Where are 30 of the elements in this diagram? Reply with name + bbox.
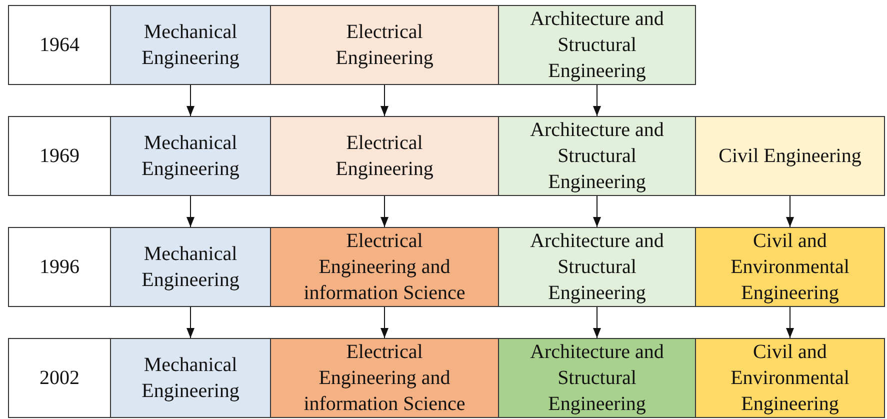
- arrow: [186, 306, 194, 338]
- arrow: [186, 84, 194, 116]
- arrow: [380, 306, 388, 338]
- department-box: Mechanical Engineering: [110, 338, 271, 418]
- department-box: Architecture and Structural Engineering: [498, 338, 696, 418]
- department-box: Civil and Environmental Engineering: [695, 227, 885, 307]
- department-box: Electrical Engineering: [270, 116, 499, 196]
- year-box: 1969: [8, 116, 111, 196]
- year-box: 2002: [8, 338, 111, 418]
- year-box: 1996: [8, 227, 111, 307]
- department-box: Mechanical Engineering: [110, 5, 271, 85]
- arrow: [786, 196, 794, 228]
- arrow: [593, 306, 601, 338]
- year-box: 1964: [8, 5, 111, 85]
- arrow: [593, 84, 601, 116]
- department-box: Mechanical Engineering: [110, 116, 271, 196]
- department-box: Electrical Engineering and information Science: [270, 227, 499, 307]
- department-box: Architecture and Structural Engineering: [498, 5, 696, 85]
- department-box: Electrical Engineering: [270, 5, 499, 85]
- department-box: Architecture and Structural Engineering: [498, 227, 696, 307]
- arrow: [593, 196, 601, 228]
- arrow: [186, 196, 194, 228]
- department-box: Mechanical Engineering: [110, 227, 271, 307]
- department-box: Architecture and Structural Engineering: [498, 116, 696, 196]
- department-box: Civil Engineering: [695, 116, 885, 196]
- arrow: [380, 84, 388, 116]
- arrow: [380, 196, 388, 228]
- arrow: [786, 306, 794, 338]
- department-box: Civil and Environmental Engineering: [695, 338, 885, 418]
- department-box: Electrical Engineering and information Science: [270, 338, 499, 418]
